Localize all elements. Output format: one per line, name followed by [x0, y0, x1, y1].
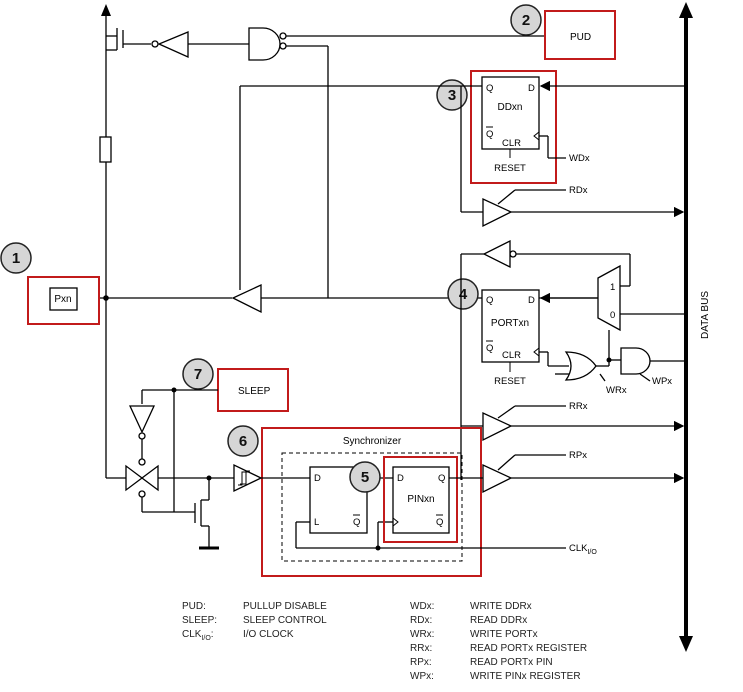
legend: PUD: PULLUP DISABLE SLEEP: SLEEP CONTROL… [182, 601, 587, 682]
ddxn-highlight-box [470, 70, 557, 184]
svg-text:Q: Q [486, 129, 493, 140]
synchronizer-highlight-box [261, 427, 482, 577]
callout-3-badge [436, 79, 468, 111]
legend-text-8: WRITE PINx REGISTER [470, 671, 581, 682]
legend-text-5: WRITE PORTx [470, 629, 538, 640]
legend-text-0: PULLUP DISABLE [243, 601, 327, 612]
svg-text:CLR: CLR [502, 138, 521, 149]
pud-label: PUD [570, 32, 591, 43]
callout-6-badge [227, 425, 259, 457]
legend-text-1: SLEEP CONTROL [243, 615, 327, 626]
legend-abbr-2: CLKI/O: [182, 629, 214, 642]
wdx-label: WDx [569, 153, 590, 164]
transmission-gate-b [140, 464, 159, 492]
callout-1-badge [0, 242, 32, 274]
schmitt-trigger [233, 463, 263, 493]
svg-text:RESET: RESET [494, 163, 526, 174]
data-bus-label: DATA BUS [700, 291, 711, 339]
callout-4-number: 4 [459, 286, 468, 303]
legend-text-4: READ DDRx [470, 615, 527, 626]
callout-7-number: 7 [194, 366, 202, 383]
rdx-buffer [482, 197, 513, 228]
legend-text-3: WRITE DDRx [470, 601, 532, 612]
pmos-inverter-bubble [151, 40, 159, 48]
rpx-buffer [482, 463, 513, 494]
pin-wiring [99, 4, 232, 478]
legend-abbr-3: WDx: [410, 601, 434, 612]
pullup-and-gate [248, 27, 281, 61]
callout-2-badge [510, 4, 542, 36]
svg-text:Q: Q [353, 517, 360, 528]
svg-text:1: 1 [610, 282, 615, 293]
legend-text-6: READ PORTx REGISTER [470, 643, 587, 654]
sleep-inverter [128, 405, 156, 434]
svg-text:D: D [528, 83, 535, 94]
rdx-label: RDx [569, 185, 588, 196]
pxn-pin-box [49, 287, 78, 311]
portxn-flipflop [481, 289, 540, 363]
callout-7-badge [182, 358, 214, 390]
sleep-label: SLEEP [238, 386, 271, 397]
callout-5-number: 5 [361, 469, 369, 486]
ddxn-flipflop [481, 76, 540, 150]
toggle-inverter [482, 239, 511, 269]
svg-text:D: D [397, 473, 404, 484]
pullup-buffer-triangle [157, 31, 189, 59]
synchronizer-label: Synchronizer [343, 436, 402, 447]
svg-text:CLR: CLR [502, 350, 521, 361]
svg-text:Q: Q [486, 295, 493, 306]
pullup-resistor [99, 136, 112, 163]
portxn-label: PORTxn [491, 318, 529, 329]
svg-text:D: D [528, 295, 535, 306]
data-bus: DATA BUS [679, 2, 711, 652]
svg-text:Q: Q [436, 517, 443, 528]
wrx-label: WRx [606, 385, 627, 396]
svg-text:D: D [314, 473, 321, 484]
legend-abbr-4: RDx: [410, 615, 432, 626]
svg-text:L: L [314, 517, 319, 528]
clk-io-label: CLKI/O [569, 543, 597, 556]
legend-abbr-7: RPx: [410, 657, 432, 668]
port-or-gate [564, 351, 597, 381]
legend-abbr-5: WRx: [410, 629, 434, 640]
legend-text-2: I/O CLOCK [243, 629, 294, 640]
wpx-and-gate [620, 347, 651, 375]
callout-1-number: 1 [12, 250, 20, 267]
legend-abbr-1: SLEEP: [182, 615, 217, 626]
pxn-highlight-box [27, 276, 100, 325]
pinxn-flipflop [392, 466, 450, 534]
port-mux [597, 264, 621, 332]
legend-text-7: READ PORTx PIN [470, 657, 553, 668]
legend-abbr-6: RRx: [410, 643, 432, 654]
svg-text:RESET: RESET [494, 376, 526, 387]
rpx-label: RPx [569, 450, 587, 461]
callout-3-number: 3 [448, 87, 456, 104]
svg-text:0: 0 [610, 310, 615, 321]
transmission-gate-a [125, 464, 144, 492]
rrx-buffer [482, 411, 513, 442]
ddxn-label: DDxn [497, 102, 522, 113]
legend-abbr-8: WPx: [410, 671, 434, 682]
svg-text:Q: Q [486, 343, 493, 354]
pud-highlight-box [544, 10, 616, 60]
callout-2-number: 2 [522, 12, 530, 29]
output-driver-buffer [231, 283, 262, 314]
synchronizer-dashed-box [281, 452, 463, 562]
rrx-label: RRx [569, 401, 588, 412]
legend-abbr-0: PUD: [182, 601, 206, 612]
svg-text:Q: Q [486, 83, 493, 94]
svg-text:Q: Q [438, 473, 445, 484]
pinxn-highlight-box [383, 456, 458, 543]
pxn-label: Pxn [54, 294, 71, 305]
callout-6-number: 6 [239, 433, 247, 450]
callout-5-badge [349, 461, 381, 493]
pinxn-label: PINxn [407, 494, 434, 505]
callout-4-badge [447, 278, 479, 310]
wpx-label: WPx [652, 376, 672, 387]
